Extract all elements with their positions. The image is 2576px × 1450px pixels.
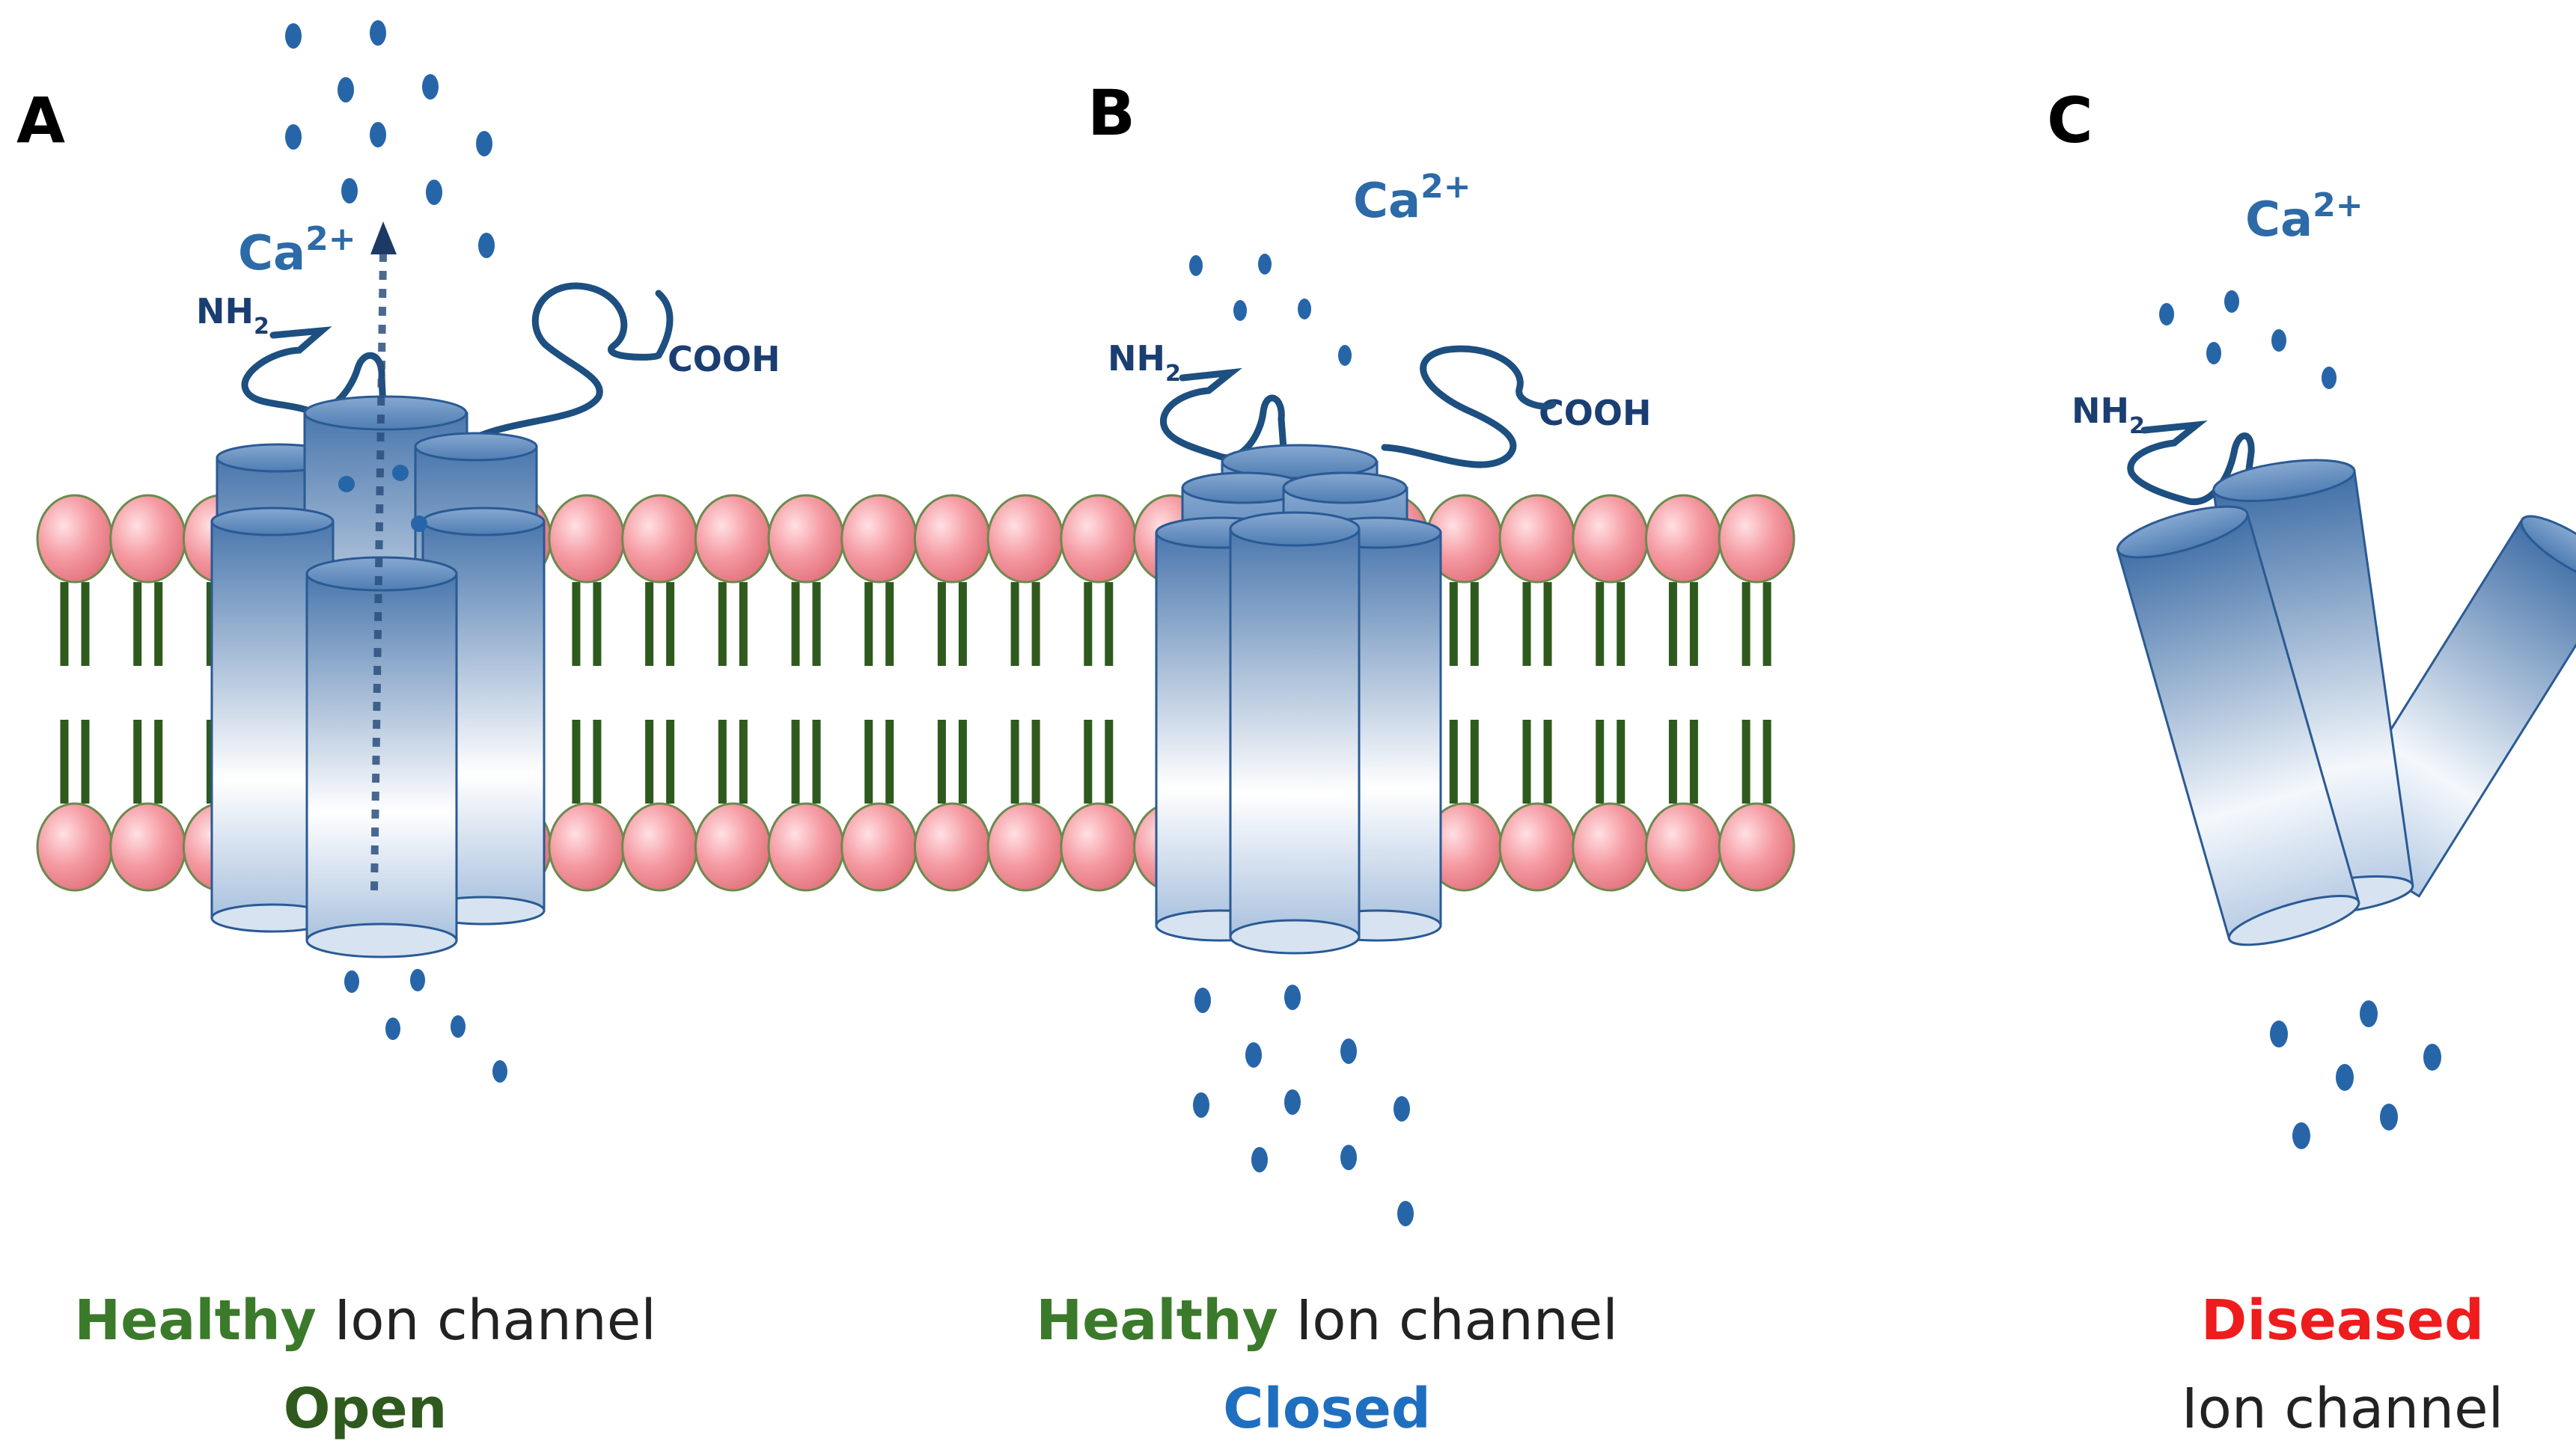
panel-c-n-chain xyxy=(2127,420,2255,506)
lipid-head xyxy=(1498,802,1576,892)
cyl-c-tilted-left xyxy=(2116,505,2360,946)
lipid-head xyxy=(1060,494,1138,584)
lipid-head xyxy=(1718,802,1795,892)
lipid-head xyxy=(1572,802,1649,892)
cyl-b-front-center xyxy=(1229,511,1361,955)
panel-b-caption: Healthy Ion channel xyxy=(1036,1288,1618,1353)
lipid-head xyxy=(1718,494,1795,584)
cyl-a-front-center xyxy=(305,556,458,958)
lipid-head xyxy=(36,494,114,584)
panel-c-caption-qualifier: Diseased xyxy=(2201,1288,2484,1353)
pore-ion xyxy=(411,516,427,532)
lipid-head xyxy=(109,802,187,892)
panel-a-letter: A xyxy=(16,84,65,157)
panel-b-channel xyxy=(1155,444,1442,955)
panel-a-cooh-label: COOH xyxy=(668,339,780,379)
lipid-head xyxy=(694,494,772,584)
panel-b-nh2-label: NH2 xyxy=(1108,338,1181,387)
panel-b: B Ca2+ NH2 COOH xyxy=(1036,76,1651,1441)
panel-b-c-chain xyxy=(1381,345,1557,468)
lipid-head xyxy=(1060,802,1138,892)
panel-b-ions-top xyxy=(1189,254,1352,366)
panel-c: C Ca2+ NH2 xyxy=(2047,84,2576,1441)
lipid-head xyxy=(694,802,772,892)
panel-b-ca-label: Ca2+ xyxy=(1353,168,1471,229)
lipid-head xyxy=(621,802,699,892)
ion-flow-arrowhead xyxy=(370,221,397,254)
panel-a: A Ca2+ NH2 COOH xyxy=(16,20,780,1441)
lipid-head xyxy=(1644,494,1722,584)
lipid-head xyxy=(767,494,845,584)
panel-b-n-chain xyxy=(1160,367,1287,462)
panel-b-ions-bottom xyxy=(1193,985,1414,1226)
panel-b-letter: B xyxy=(1087,76,1135,150)
panel-b-cooh-label: COOH xyxy=(1539,393,1651,433)
panel-b-state: Closed xyxy=(1223,1377,1431,1441)
lipid-head xyxy=(913,802,991,892)
lipid-head xyxy=(986,494,1064,584)
panel-a-state: Open xyxy=(284,1377,448,1441)
lipid-head xyxy=(913,494,991,584)
panel-c-ions-top xyxy=(2159,290,2337,389)
panel-c-ca-label: Ca2+ xyxy=(2245,186,2363,248)
lipid-head xyxy=(548,802,626,892)
panel-a-ions-top xyxy=(285,20,495,258)
panel-a-ions-bottom xyxy=(344,969,507,1083)
lipid-head xyxy=(840,802,918,892)
panel-a-ca-label: Ca2+ xyxy=(238,220,356,281)
panel-c-ions-bottom xyxy=(2270,1000,2441,1149)
lipid-head xyxy=(1644,802,1722,892)
pore-ion xyxy=(392,465,409,481)
panel-c-caption-line2: Ion channel xyxy=(2182,1377,2503,1441)
lipid-head xyxy=(767,802,845,892)
lipid-head xyxy=(1498,494,1576,584)
panel-a-caption: Healthy Ion channel xyxy=(74,1288,656,1353)
lipid-head xyxy=(36,802,114,892)
panel-a-channel xyxy=(210,221,546,958)
lipid-head xyxy=(1572,494,1649,584)
lipid-head xyxy=(621,494,699,584)
lipid-head xyxy=(109,494,187,584)
lipid-head xyxy=(986,802,1064,892)
pore-ion xyxy=(338,476,355,492)
panel-a-c-chain xyxy=(471,282,674,441)
panel-c-letter: C xyxy=(2047,84,2093,157)
panel-c-nh2-label: NH2 xyxy=(2072,391,2145,439)
panel-c-channel xyxy=(2116,459,2576,946)
panel-a-nh2-label: NH2 xyxy=(196,291,269,340)
lipid-head xyxy=(840,494,918,584)
lipid-head xyxy=(548,494,626,584)
